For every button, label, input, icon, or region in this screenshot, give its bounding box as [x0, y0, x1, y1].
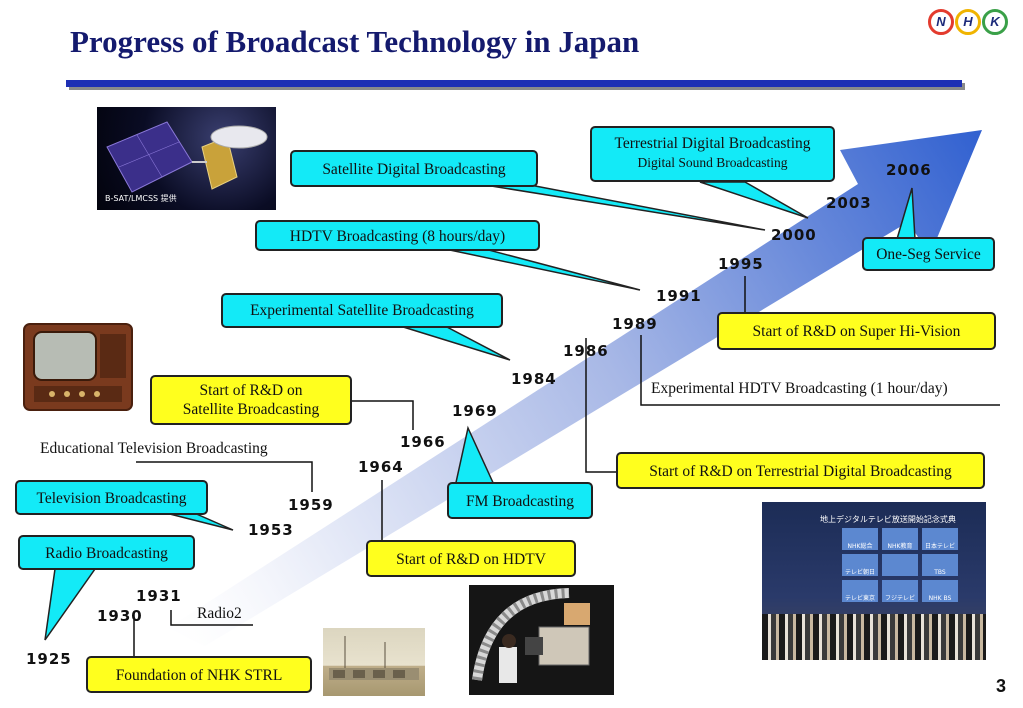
- callout-text: Start of R&D on Super Hi-Vision: [752, 323, 961, 340]
- page-number: 3: [996, 676, 1007, 696]
- callout-text-line1: Start of R&D on: [199, 382, 303, 399]
- nhk-strl-building-photo: [323, 628, 425, 696]
- callout-text: Television Broadcasting: [36, 490, 187, 507]
- arrow-shape: [168, 130, 982, 646]
- callout-text: Satellite Digital Broadcasting: [322, 161, 506, 178]
- ceremony-screen: TBS: [922, 554, 958, 576]
- callout-hdtv-broadcasting: HDTV Broadcasting (8 hours/day): [255, 220, 540, 251]
- year-1964: 1964: [358, 458, 404, 476]
- callout-text: One-Seg Service: [876, 246, 981, 263]
- ceremony-screen: NHK総合: [842, 528, 878, 550]
- year-1984: 1984: [511, 370, 557, 388]
- year-1995: 1995: [718, 255, 764, 273]
- satellite-photo: B-SAT/LMCSS 提供: [97, 107, 276, 210]
- ceremony-screen: NHK教育: [882, 528, 918, 550]
- year-1931: 1931: [136, 587, 182, 605]
- callout-rd-hdtv: Start of R&D on HDTV: [366, 540, 576, 577]
- logo-letter-n: N: [928, 9, 954, 35]
- ceremony-screen: 日本テレビ: [922, 528, 958, 550]
- callout-text-line2: Digital Sound Broadcasting: [637, 155, 788, 170]
- callout-terrestrial-digital: Terrestrial Digital Broadcasting Digital…: [590, 126, 835, 182]
- nhk-logo: N H K: [928, 6, 1014, 40]
- vintage-tv-photo: [22, 320, 135, 415]
- ceremony-screen: フジテレビ: [882, 580, 918, 602]
- connector-lines: [133, 276, 1000, 660]
- year-1959: 1959: [288, 496, 334, 514]
- callout-experimental-satellite: Experimental Satellite Broadcasting: [221, 293, 503, 328]
- callout-foundation-nhk-strl: Foundation of NHK STRL: [86, 656, 312, 693]
- year-1989: 1989: [612, 315, 658, 333]
- hdtv-studio-photo: [469, 585, 614, 695]
- year-1925: 1925: [26, 650, 72, 668]
- callout-one-seg: One-Seg Service: [862, 237, 995, 271]
- ceremony-screen: テレビ東京: [842, 580, 878, 602]
- digital-broadcast-ceremony-photo: 地上デジタルテレビ放送開始記念式典 NHK総合 NHK教育 日本テレビ テレビ朝…: [762, 502, 986, 660]
- year-2006: 2006: [886, 161, 932, 179]
- callout-radio-broadcasting: Radio Broadcasting: [18, 535, 195, 570]
- year-2000: 2000: [771, 226, 817, 244]
- callout-text-line2: Satellite Broadcasting: [182, 401, 320, 418]
- callout-satellite-digital: Satellite Digital Broadcasting: [290, 150, 538, 187]
- year-1953: 1953: [248, 521, 294, 539]
- ceremony-screen: [882, 554, 918, 576]
- logo-letter-k: K: [982, 9, 1008, 35]
- callout-fm-broadcasting: FM Broadcasting: [447, 482, 593, 519]
- satellite-photo-caption: B-SAT/LMCSS 提供: [105, 194, 177, 203]
- callout-rd-terrestrial-digital: Start of R&D on Terrestrial Digital Broa…: [616, 452, 985, 489]
- title-underline: [66, 80, 962, 87]
- callout-text: FM Broadcasting: [465, 493, 575, 510]
- callout-rd-super-hivision: Start of R&D on Super Hi-Vision: [717, 312, 996, 350]
- callout-text-line1: Terrestrial Digital Broadcasting: [614, 135, 811, 152]
- callout-text: Foundation of NHK STRL: [115, 667, 283, 684]
- callout-text: Start of R&D on Terrestrial Digital Broa…: [649, 463, 952, 480]
- year-1986: 1986: [563, 342, 609, 360]
- label-experimental-hdtv: Experimental HDTV Broadcasting (1 hour/d…: [651, 380, 948, 397]
- callout-text: Start of R&D on HDTV: [396, 551, 546, 568]
- callout-television-broadcasting: Television Broadcasting: [15, 480, 208, 515]
- ceremony-screen: テレビ朝日: [842, 554, 878, 576]
- year-1966: 1966: [400, 433, 446, 451]
- year-1969: 1969: [452, 402, 498, 420]
- slide-title: Progress of Broadcast Technology in Japa…: [70, 24, 640, 59]
- label-radio2: Radio2: [197, 605, 242, 622]
- callout-text: Radio Broadcasting: [45, 545, 168, 562]
- logo-letter-h: H: [955, 9, 981, 35]
- year-1930: 1930: [97, 607, 143, 625]
- year-2003: 2003: [826, 194, 872, 212]
- callout-rd-satellite-broadcasting: Start of R&D on Satellite Broadcasting: [150, 375, 352, 425]
- ceremony-screen: NHK BS: [922, 580, 958, 602]
- ceremony-screens: NHK総合 NHK教育 日本テレビ テレビ朝日 TBS テレビ東京 フジテレビ …: [842, 528, 958, 602]
- label-educational-tv: Educational Television Broadcasting: [40, 440, 268, 457]
- ceremony-banner: 地上デジタルテレビ放送開始記念式典: [820, 515, 956, 524]
- callout-text: HDTV Broadcasting (8 hours/day): [289, 228, 506, 245]
- callout-text: Experimental Satellite Broadcasting: [250, 302, 474, 319]
- ceremony-crowd: [762, 614, 986, 660]
- year-1991: 1991: [656, 287, 702, 305]
